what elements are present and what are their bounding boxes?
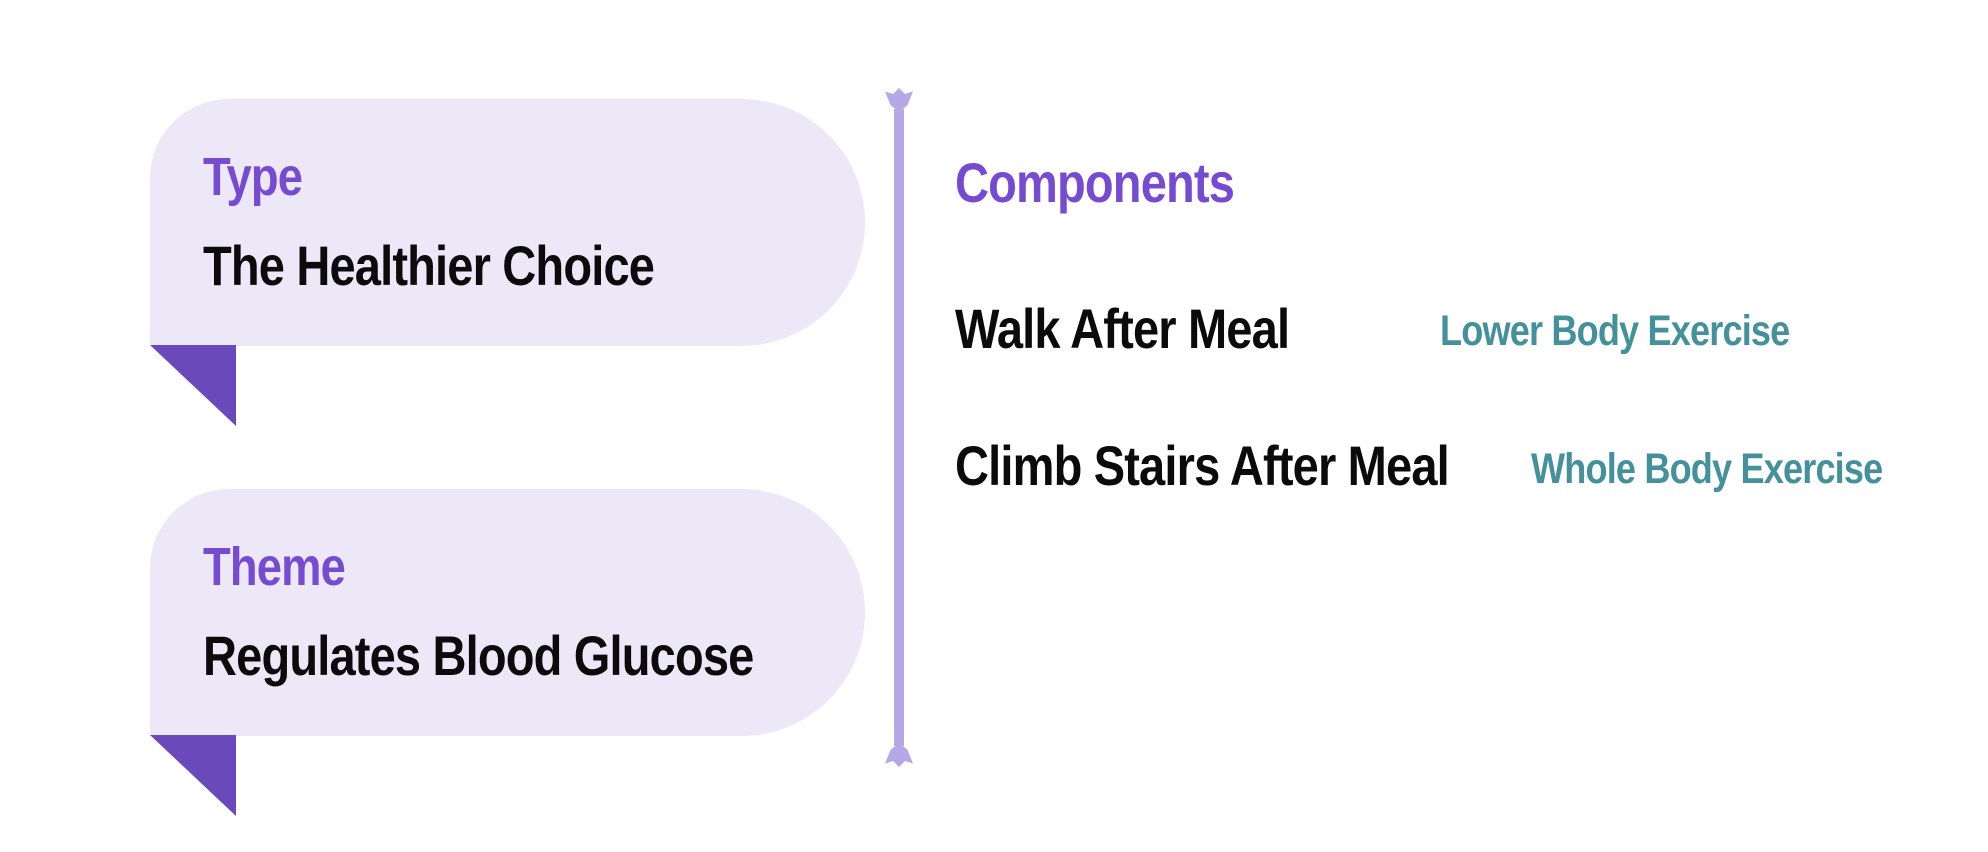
component-item-tag: Whole Body Exercise (1531, 445, 1949, 494)
bubble-type-label-text: Type (203, 147, 303, 207)
bubble-theme-label-text: Theme (203, 537, 346, 597)
component-item-name-text: Walk After Meal (955, 297, 1290, 360)
divider-crown-top-icon (883, 88, 915, 112)
bubble-theme-value: Regulates Blood Glucose (203, 628, 865, 684)
component-item-name: Walk After Meal (955, 296, 1353, 361)
speech-bubble-type-tail (150, 345, 236, 426)
components-heading-text: Components (955, 151, 1235, 214)
component-item-tag-text: Whole Body Exercise (1531, 445, 1883, 493)
speech-bubble-theme: Theme Regulates Blood Glucose (150, 489, 865, 736)
divider-line (894, 109, 904, 746)
component-item-tag: Lower Body Exercise (1440, 307, 1856, 356)
bubble-type-label: Type (203, 150, 865, 204)
speech-bubble-theme-tail (150, 735, 236, 816)
bubble-theme-label: Theme (203, 540, 865, 594)
components-heading: Components (955, 150, 1287, 215)
speech-bubble-type: Type The Healthier Choice (150, 99, 865, 346)
component-item-name-text: Climb Stairs After Meal (955, 434, 1450, 497)
vertical-divider (883, 88, 915, 767)
bubble-type-value: The Healthier Choice (203, 238, 865, 294)
component-item-tag-text: Lower Body Exercise (1440, 307, 1790, 355)
bubble-theme-value-text: Regulates Blood Glucose (203, 624, 754, 687)
component-item-name: Climb Stairs After Meal (955, 433, 1543, 498)
divider-crown-bottom-icon (883, 743, 915, 767)
bubble-type-value-text: The Healthier Choice (203, 234, 655, 297)
